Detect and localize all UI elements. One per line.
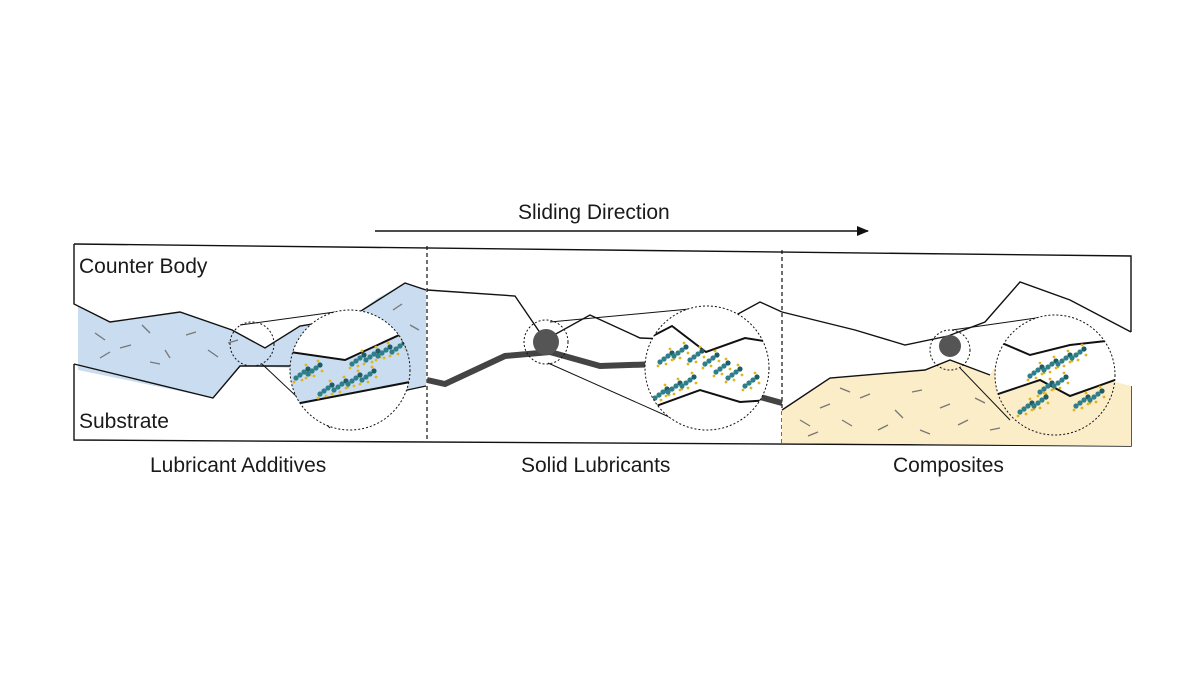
zoom-view-p2 bbox=[645, 306, 769, 430]
zoom-origin-p3 bbox=[929, 329, 971, 371]
counter-body-outline-p3 bbox=[781, 281, 1132, 346]
zoom-view-p1 bbox=[290, 310, 410, 430]
panel-label-solid-lubricants: Solid Lubricants bbox=[521, 454, 671, 477]
zoom-circle-p3 bbox=[994, 314, 1116, 436]
counter-body-label: Counter Body bbox=[79, 255, 208, 278]
solid-particles-p3 bbox=[799, 387, 1001, 437]
solid-particle-p2 bbox=[533, 329, 559, 355]
counter-body-outline-p1 bbox=[73, 244, 427, 349]
panel-label-composites: Composites bbox=[893, 454, 1004, 477]
zoom-circle-p1 bbox=[289, 309, 411, 431]
solid-particle-p3 bbox=[939, 335, 961, 357]
panel-label-lubricant-additives: Lubricant Additives bbox=[150, 454, 327, 477]
zoom-origin-p2 bbox=[523, 319, 569, 365]
substrate-label: Substrate bbox=[79, 410, 169, 433]
zoom-circle-p2 bbox=[644, 305, 770, 431]
sliding-direction-label: Sliding Direction bbox=[518, 201, 670, 224]
counter-body-outline-p2 bbox=[426, 289, 783, 341]
zoom-view-p3 bbox=[995, 315, 1115, 435]
zoom-origin-p1 bbox=[229, 321, 275, 367]
